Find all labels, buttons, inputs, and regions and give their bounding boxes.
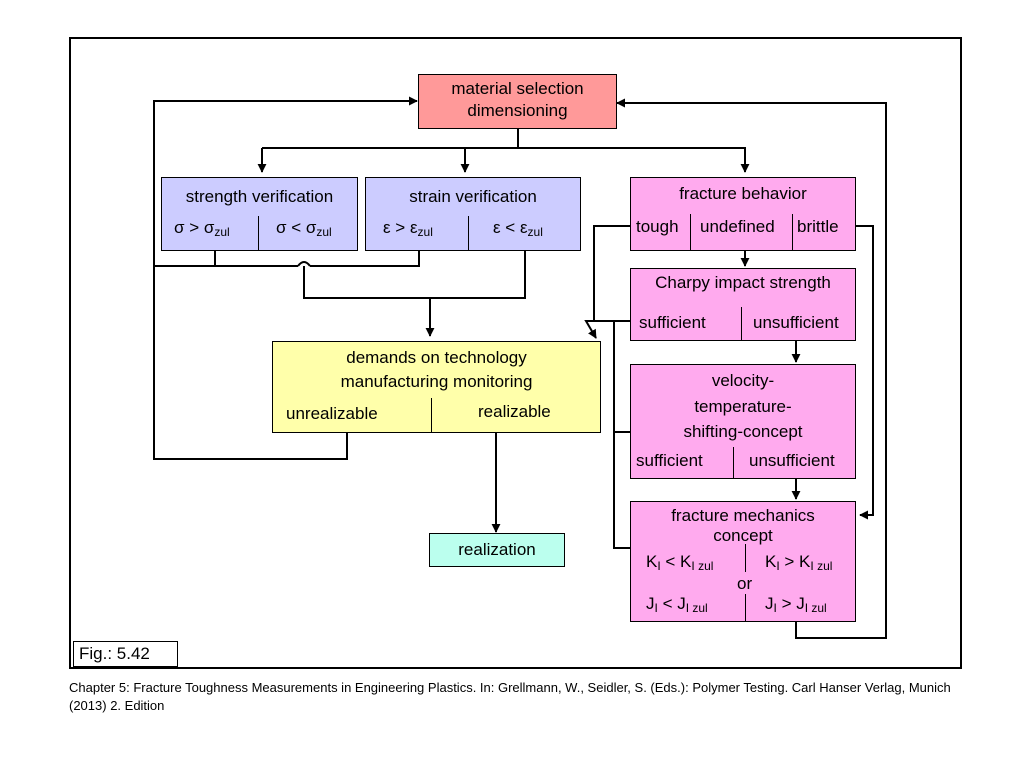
charpy-divider <box>741 307 742 340</box>
velocity-sufficient: sufficient <box>636 451 703 470</box>
fracture-behavior-undefined: undefined <box>700 217 775 236</box>
edge-material-to-verifications <box>262 128 519 172</box>
material-selection-line2: dimensioning <box>467 101 568 120</box>
figure-caption: Chapter 5: Fracture Toughness Measuremen… <box>69 680 951 713</box>
node-charpy-impact-strength: Charpy impact strength sufficient unsuff… <box>630 268 856 341</box>
demands-line1: demands on technology <box>346 348 527 367</box>
node-fracture-mechanics-concept: fracture mechanics concept KI < KI zul K… <box>630 501 856 622</box>
strain-left-condition: ε > εzul <box>383 218 433 239</box>
velocity-line2: temperature- <box>694 397 792 416</box>
demands-divider <box>431 398 432 432</box>
node-realization: realization <box>429 533 565 567</box>
fm-divider-top <box>745 544 746 572</box>
fracture-behavior-title: fracture behavior <box>679 184 807 203</box>
node-fracture-behavior: fracture behavior tough undefined brittl… <box>630 177 856 251</box>
edge-unrealizable-loop <box>153 96 418 460</box>
fracture-behavior-divider-1 <box>690 214 691 250</box>
velocity-line1: velocity- <box>711 371 775 390</box>
fm-j-right: JI > JI zul <box>765 594 827 615</box>
fm-k-left: KI < KI zul <box>646 552 714 573</box>
figure-frame <box>69 37 962 669</box>
edge-tough-to-demands <box>593 225 632 322</box>
velocity-divider <box>733 447 734 478</box>
material-selection-line1: material selection <box>451 79 584 98</box>
charpy-sufficient: sufficient <box>639 313 706 332</box>
node-demands-on-technology: demands on technology manufacturing moni… <box>272 341 601 433</box>
velocity-unsufficient: unsufficient <box>749 451 835 470</box>
fm-divider-bottom <box>745 594 746 621</box>
velocity-line3: shifting-concept <box>683 422 803 441</box>
strength-left-condition: σ > σzul <box>174 218 230 239</box>
node-material-selection: material selection dimensioning <box>418 74 617 129</box>
node-strain-verification: strain verification ε > εzul ε < εzul <box>365 177 581 251</box>
edge-bridge <box>297 261 311 267</box>
fm-j-left: JI < JI zul <box>646 594 708 615</box>
strain-title: strain verification <box>409 187 537 206</box>
edge-left-collector <box>613 321 631 549</box>
realization-label: realization <box>458 540 536 559</box>
fracture-behavior-brittle: brittle <box>797 217 839 236</box>
charpy-unsufficient: unsufficient <box>753 313 839 332</box>
strain-right-condition: ε < εzul <box>493 218 543 239</box>
edge-brittle-to-fm <box>856 225 874 520</box>
strength-title: strength verification <box>185 187 334 206</box>
fracture-behavior-divider-2 <box>792 214 793 250</box>
figure-label: Fig.: 5.42 <box>73 641 178 667</box>
charpy-title: Charpy impact strength <box>655 273 831 292</box>
edge-sufficient-to-demands <box>584 320 597 339</box>
fm-line2: concept <box>713 526 773 545</box>
demands-realizable: realizable <box>478 402 551 421</box>
strength-divider <box>258 216 259 250</box>
fm-line1: fracture mechanics <box>671 506 815 525</box>
node-velocity-temperature-shifting: velocity- temperature- shifting-concept … <box>630 364 856 479</box>
node-strength-verification: strength verification σ > σzul σ < σzul <box>161 177 358 251</box>
edge-strain-to-demands <box>303 250 526 299</box>
demands-unrealizable: unrealizable <box>286 404 378 423</box>
edge-fm-feedback <box>616 98 887 639</box>
fm-or: or <box>737 574 753 593</box>
strength-right-condition: σ < σzul <box>276 218 332 239</box>
fracture-behavior-tough: tough <box>636 217 679 236</box>
edge-to-fracture-behavior <box>518 147 750 173</box>
demands-line2: manufacturing monitoring <box>340 372 533 391</box>
strain-divider <box>468 216 469 250</box>
fm-k-right: KI > KI zul <box>765 552 833 573</box>
edge-strength-to-demands <box>214 250 420 267</box>
